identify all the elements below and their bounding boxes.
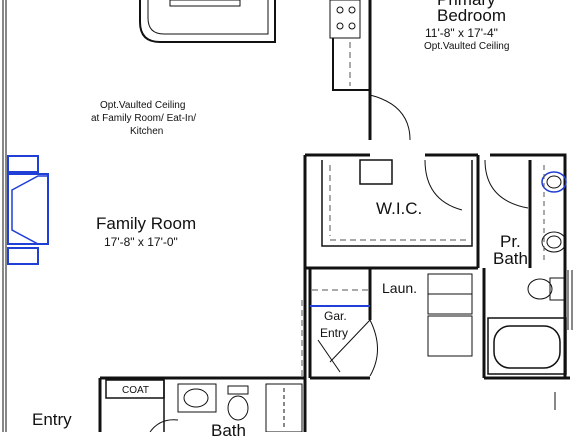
pr-bath-label-line2: Bath bbox=[493, 249, 528, 268]
right-window bbox=[567, 270, 573, 330]
laundry-label: Laun. bbox=[382, 280, 418, 296]
range-cooktop bbox=[329, 0, 361, 39]
family-left-wall bbox=[2, 0, 7, 432]
kitchen-island bbox=[139, 0, 276, 43]
upper-sink-blue bbox=[541, 171, 567, 193]
garage-entry-label-line1: Gar. bbox=[324, 309, 347, 323]
family-note-line3: Kitchen bbox=[130, 126, 164, 137]
bath-label: Bath bbox=[211, 421, 246, 440]
kitchen-counter bbox=[332, 0, 372, 140]
primary-bedroom-label-line1: Primary bbox=[437, 0, 496, 10]
entry-label: Entry bbox=[32, 410, 72, 429]
door-swings-wic bbox=[424, 159, 529, 211]
bathtub bbox=[487, 317, 567, 375]
bath-sink-upper bbox=[541, 171, 567, 253]
primary-bedroom-note: Opt.Vaulted Ceiling bbox=[424, 41, 510, 52]
primary-bedroom-label-line2: Bedroom bbox=[437, 6, 506, 25]
interior-walls bbox=[98, 153, 570, 432]
family-room-size: 17'-8" x 17'-0" bbox=[104, 235, 178, 249]
coat-closet bbox=[105, 379, 165, 432]
fireplace bbox=[7, 155, 49, 265]
wic-shelves bbox=[321, 159, 473, 247]
family-room-label: Family Room bbox=[96, 214, 197, 233]
coat-label: COAT bbox=[122, 385, 150, 396]
laundry-appliances bbox=[427, 273, 473, 357]
garage-door bbox=[317, 319, 378, 377]
primary-bedroom-size: 11'-8" x 17'-4" bbox=[425, 26, 498, 40]
toilet bbox=[527, 277, 565, 301]
garage-entry-label-line2: Entry bbox=[320, 326, 349, 340]
pr-bath-label-line1: Pr. bbox=[500, 232, 521, 251]
door-swing bbox=[369, 94, 411, 141]
family-note-line2: at Family Room/ Eat-In/ bbox=[91, 113, 197, 124]
wic-label: W.I.C. bbox=[376, 199, 423, 218]
family-note-line1: Opt.Vaulted Ceiling bbox=[100, 100, 186, 111]
lower-bath-fixtures bbox=[149, 383, 303, 432]
floor-plan bbox=[2, 0, 573, 432]
